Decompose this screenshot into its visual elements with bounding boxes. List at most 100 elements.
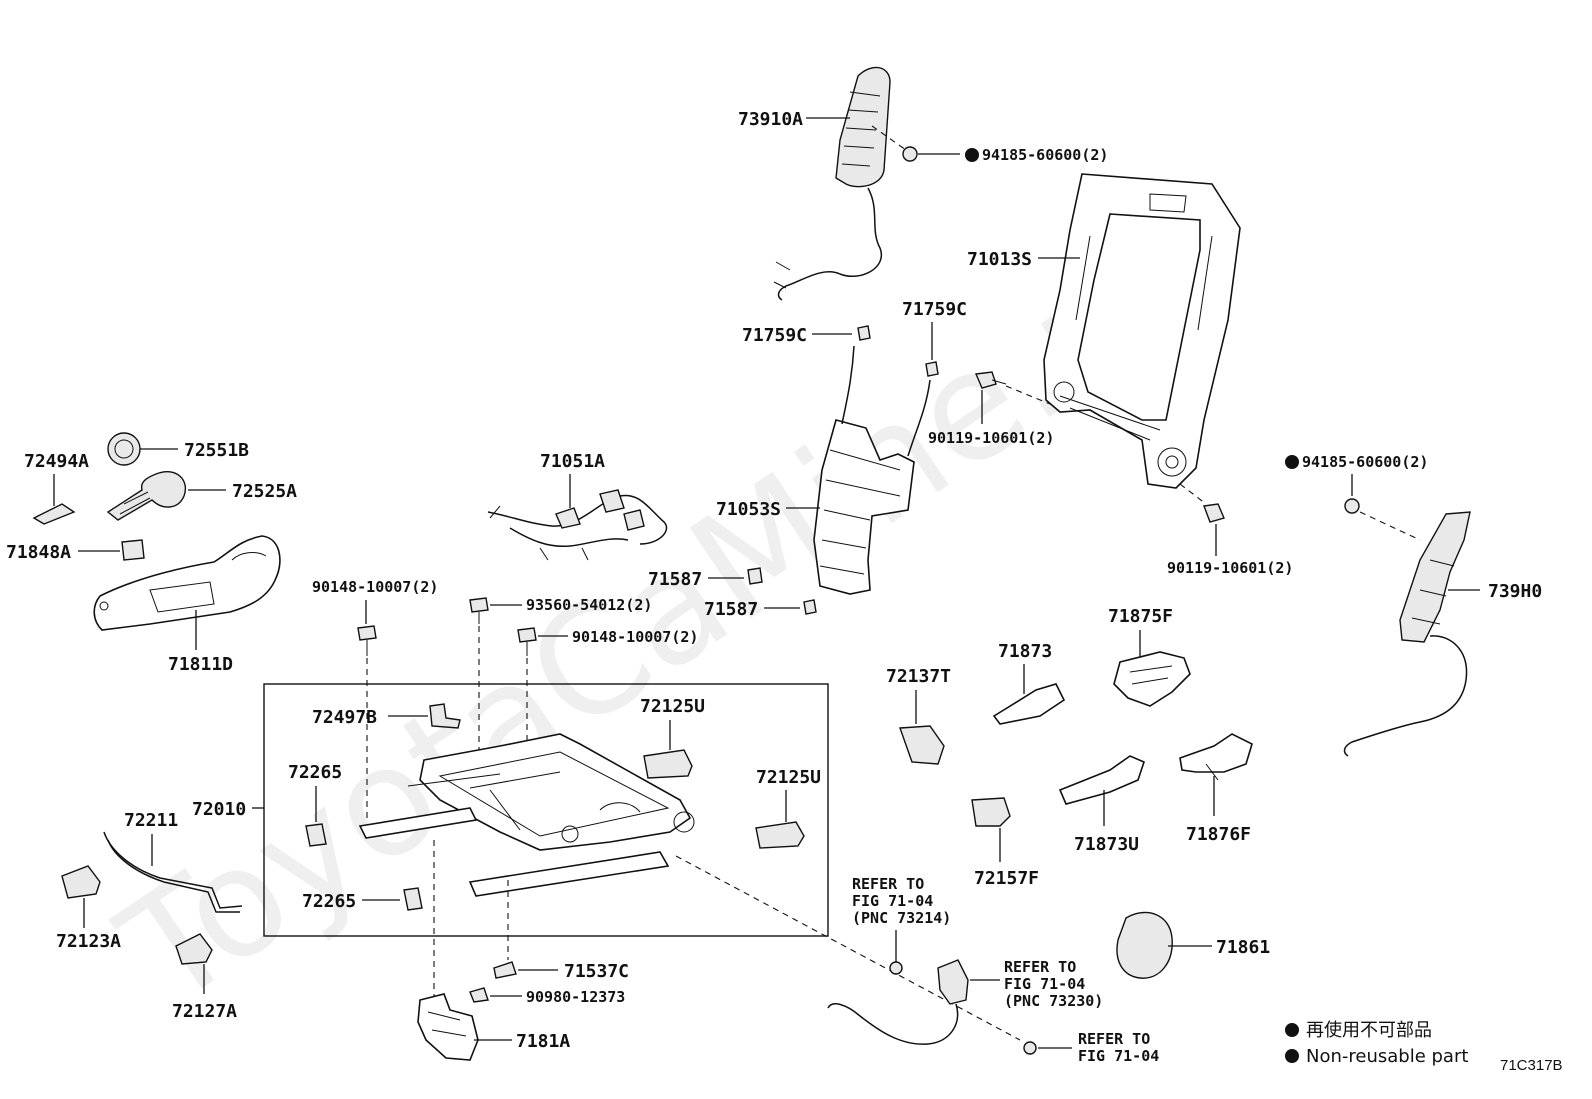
label-72265-lower: 72265 (302, 891, 356, 912)
non-reusable-dot (965, 148, 979, 162)
nut-94185-top[interactable] (902, 146, 918, 162)
label-71875F: 71875F (1108, 606, 1173, 627)
svg-text:(PNC 73214): (PNC 73214) (852, 909, 951, 927)
label-72123A: 72123A (56, 931, 121, 952)
legend-en: Non-reusable part (1306, 1046, 1468, 1067)
clip-71759C-right[interactable] (925, 361, 939, 377)
label-71848A: 71848A (6, 542, 71, 563)
label-72125U-a: 72125U (640, 696, 705, 717)
bolt-90119-upper[interactable] (974, 371, 1007, 389)
non-reusable-dot (1285, 455, 1299, 469)
label-72525A: 72525A (232, 481, 297, 502)
label-71861: 71861 (1216, 937, 1270, 958)
label-71537C: 71537C (564, 961, 629, 982)
bracket-72497B[interactable] (429, 703, 461, 729)
knob-72551B[interactable] (107, 432, 141, 466)
bolt-90148-left[interactable] (357, 625, 377, 656)
knob-72494A[interactable] (32, 503, 76, 525)
nut-ref-bottom[interactable] (1023, 1041, 1037, 1055)
label-71873: 71873 (998, 641, 1052, 662)
side-shield-71811D[interactable] (93, 535, 281, 631)
knob-72525A[interactable] (106, 471, 187, 521)
cover-71861[interactable] (1116, 911, 1173, 979)
cover-72137T[interactable] (899, 725, 945, 765)
clip-71587-a[interactable] (747, 567, 763, 585)
label-7181A: 7181A (516, 1031, 570, 1052)
label-71759C-right: 71759C (902, 299, 967, 320)
svg-text:FIG 71-04: FIG 71-04 (1078, 1047, 1159, 1065)
label-71587-b: 71587 (704, 599, 758, 620)
label-739H0: 739H0 (1488, 581, 1542, 602)
label-94185-top: 94185-60600(2) (982, 146, 1108, 164)
ref-block-73230: REFER TO FIG 71-04 (PNC 73230) (1004, 958, 1103, 1010)
label-71587-a: 71587 (648, 569, 702, 590)
label-72127A: 72127A (172, 1001, 237, 1022)
diagram-code: 71C317B (1500, 1057, 1563, 1074)
label-72265-upper: 72265 (288, 762, 342, 783)
switch-72157F[interactable] (971, 797, 1011, 827)
label-71013S: 71013S (967, 249, 1032, 270)
label-71876F: 71876F (1186, 824, 1251, 845)
cover-72125U-a[interactable] (643, 749, 693, 779)
label-72010: 72010 (192, 799, 246, 820)
cover-72265-lower[interactable] (403, 887, 423, 911)
seat-belt-buckle[interactable] (827, 959, 969, 1045)
label-72157F: 72157F (974, 868, 1039, 889)
label-72137T: 72137T (886, 666, 951, 687)
label-90980: 90980-12373 (526, 988, 625, 1006)
connector-90980[interactable] (469, 987, 489, 1003)
wire-harness-71051A[interactable] (487, 489, 668, 561)
label-90148-left: 90148-10007(2) (312, 578, 438, 596)
legend: 再使用不可部品 Non-reusable part (1285, 1020, 1468, 1067)
legend-jp: 再使用不可部品 (1306, 1020, 1432, 1041)
nut-94185-right[interactable] (1344, 498, 1360, 514)
label-90119-upper: 90119-10601(2) (928, 429, 1054, 447)
label-72494A: 72494A (24, 451, 89, 472)
label-94185-right: 94185-60600(2) (1302, 453, 1428, 471)
bolt-90148-right[interactable] (517, 627, 537, 656)
nut-ref-73214[interactable] (889, 961, 903, 975)
side-airbag-739H0[interactable] (1343, 511, 1471, 757)
label-73910A: 73910A (738, 109, 803, 130)
clip-71587-b[interactable] (803, 599, 817, 615)
clip-71759C-left[interactable] (857, 325, 871, 341)
legend-dot-en (1285, 1049, 1299, 1063)
cover-71875F[interactable] (1113, 651, 1191, 707)
clip-71537C[interactable] (493, 961, 517, 979)
label-72211: 72211 (124, 810, 178, 831)
label-71759C-left: 71759C (742, 325, 807, 346)
cover-71873U[interactable] (1058, 755, 1145, 805)
clip-71848A[interactable] (121, 539, 145, 561)
ref-block-73214: REFER TO FIG 71-04 (PNC 73214) (852, 875, 951, 927)
label-72551B: 72551B (184, 440, 249, 461)
label-71811D: 71811D (168, 654, 233, 675)
label-71873U: 71873U (1074, 834, 1139, 855)
label-90148-right: 90148-10007(2) (572, 628, 698, 646)
bracket-7181A[interactable] (417, 993, 479, 1061)
ref-block-bottom: REFER TO FIG 71-04 (1078, 1030, 1159, 1065)
cover-72125U-b[interactable] (755, 821, 805, 849)
svg-text:(PNC 73230): (PNC 73230) (1004, 992, 1103, 1010)
label-93560: 93560-54012(2) (526, 596, 652, 614)
cover-71873[interactable] (992, 683, 1066, 725)
cover-72127A[interactable] (175, 933, 213, 965)
svg-text:REFER TO: REFER TO (1004, 958, 1076, 976)
bolt-90119-lower[interactable] (1203, 503, 1225, 523)
label-71051A: 71051A (540, 451, 605, 472)
seat-adjuster-72010[interactable] (358, 733, 695, 897)
seat-adjuster-group-box (263, 683, 829, 937)
legend-dot-jp (1285, 1023, 1299, 1037)
seatback-frame-71013S[interactable] (1043, 173, 1241, 489)
cover-72123A[interactable] (61, 865, 101, 899)
cover-72265-upper[interactable] (305, 823, 327, 847)
cover-71876F[interactable] (1179, 733, 1253, 781)
side-airbag-73910A[interactable] (773, 66, 891, 301)
lumbar-support-71053S[interactable] (813, 345, 931, 595)
bolt-93560[interactable] (469, 597, 489, 624)
svg-text:REFER TO: REFER TO (852, 875, 924, 893)
rod-72211[interactable] (103, 831, 243, 913)
label-72125U-b: 72125U (756, 767, 821, 788)
label-90119-lower: 90119-10601(2) (1167, 559, 1293, 577)
label-71053S: 71053S (716, 499, 781, 520)
